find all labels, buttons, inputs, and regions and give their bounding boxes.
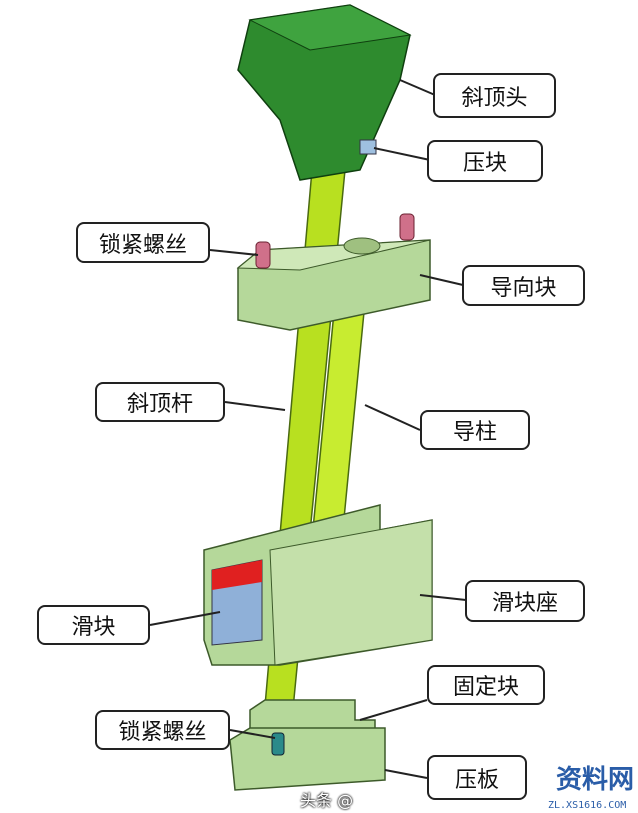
label-press-block-top: 压块: [427, 140, 543, 182]
label-fixed-block: 固定块: [427, 665, 545, 705]
locking-screw-top-right: [399, 213, 415, 241]
locking-screw-bottom: [271, 732, 285, 756]
leader-lines: [149, 79, 467, 779]
label-angled-lifter-head: 斜顶头: [433, 73, 556, 118]
press-block-top: [359, 139, 377, 155]
label-press-plate: 压板: [427, 755, 527, 800]
label-locking-screw-top: 锁紧螺丝: [76, 222, 210, 263]
press-plate: [229, 727, 386, 791]
label-angled-lifter-rod: 斜顶杆: [95, 382, 225, 422]
watermark-site-url: ZL.XS1616.COM: [548, 800, 627, 811]
locking-screw-top-left: [255, 241, 271, 269]
watermark-site-name: 资料网: [556, 765, 635, 795]
label-guide-pillar: 导柱: [420, 410, 530, 450]
label-guide-block: 导向块: [462, 265, 585, 306]
label-locking-screw-bottom: 锁紧螺丝: [95, 710, 230, 750]
watermark-source: 头条 @: [300, 791, 354, 810]
slider: [211, 559, 263, 646]
label-slider-seat: 滑块座: [465, 580, 585, 622]
label-slider: 滑块: [37, 605, 150, 645]
angled-lifter-head-top-face: [248, 4, 412, 51]
